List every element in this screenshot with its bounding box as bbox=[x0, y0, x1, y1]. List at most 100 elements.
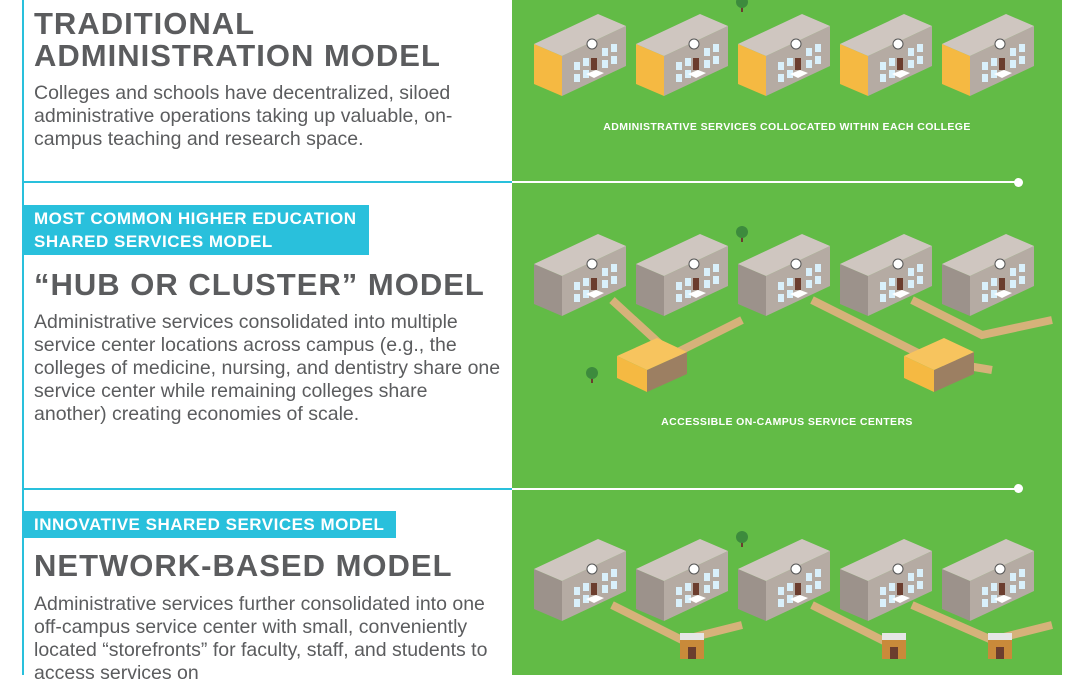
building-side bbox=[738, 264, 766, 316]
building-icon bbox=[942, 539, 1034, 621]
building-icon bbox=[636, 539, 728, 621]
service-center-icon bbox=[617, 338, 687, 392]
center-side bbox=[617, 356, 647, 392]
building-roof bbox=[636, 234, 728, 276]
window bbox=[787, 278, 793, 286]
building-icon bbox=[534, 539, 626, 621]
window bbox=[880, 282, 886, 290]
window bbox=[1019, 56, 1025, 64]
window bbox=[1010, 48, 1016, 56]
window bbox=[704, 60, 710, 68]
window bbox=[908, 573, 914, 581]
storefront-door bbox=[890, 647, 898, 659]
window bbox=[982, 587, 988, 595]
door bbox=[795, 278, 801, 290]
window bbox=[1019, 276, 1025, 284]
window bbox=[806, 573, 812, 581]
traditional-campus-illustration bbox=[534, 0, 1034, 96]
window bbox=[704, 48, 710, 56]
building-roof bbox=[636, 539, 728, 581]
door bbox=[999, 58, 1005, 70]
tree-icon bbox=[736, 531, 748, 543]
window bbox=[574, 282, 580, 290]
network-model-illustration bbox=[534, 531, 1053, 659]
center-front bbox=[647, 352, 687, 392]
tree-icon bbox=[736, 0, 748, 8]
window bbox=[778, 294, 784, 302]
hub-model-illustration bbox=[534, 226, 1053, 392]
building-side bbox=[840, 44, 868, 96]
storefront-icon bbox=[882, 633, 906, 659]
steps bbox=[790, 595, 808, 603]
building-icon bbox=[840, 539, 932, 621]
window bbox=[991, 278, 997, 286]
building-icon bbox=[840, 234, 932, 316]
storefront-door bbox=[996, 647, 1004, 659]
window bbox=[982, 282, 988, 290]
center-front bbox=[934, 352, 974, 392]
building-side bbox=[534, 569, 562, 621]
building-side bbox=[636, 44, 664, 96]
building-side bbox=[534, 44, 562, 96]
storefront-awning bbox=[988, 633, 1012, 640]
building-side bbox=[840, 569, 868, 621]
building-side bbox=[942, 44, 970, 96]
clock-icon bbox=[892, 563, 904, 575]
window bbox=[815, 276, 821, 284]
window bbox=[982, 74, 988, 82]
clock-icon bbox=[586, 38, 598, 50]
steps bbox=[688, 595, 706, 603]
door bbox=[693, 278, 699, 290]
door bbox=[591, 583, 597, 595]
steps bbox=[586, 595, 604, 603]
window bbox=[611, 581, 617, 589]
window bbox=[1010, 60, 1016, 68]
window bbox=[713, 264, 719, 272]
center-side bbox=[904, 356, 934, 392]
building-side bbox=[840, 264, 868, 316]
window bbox=[778, 599, 784, 607]
building-icon bbox=[840, 14, 932, 96]
door bbox=[693, 58, 699, 70]
window bbox=[908, 280, 914, 288]
door bbox=[897, 58, 903, 70]
building-roof bbox=[738, 539, 830, 581]
window bbox=[676, 282, 682, 290]
window bbox=[602, 60, 608, 68]
window bbox=[1010, 585, 1016, 593]
building-side bbox=[942, 264, 970, 316]
steps bbox=[586, 70, 604, 78]
window bbox=[815, 44, 821, 52]
steps bbox=[892, 290, 910, 298]
window bbox=[880, 599, 886, 607]
window bbox=[1019, 581, 1025, 589]
clock-icon bbox=[586, 563, 598, 575]
window bbox=[806, 585, 812, 593]
clock-icon bbox=[892, 258, 904, 270]
window bbox=[574, 294, 580, 302]
title-line: ADMINISTRATION MODEL bbox=[34, 38, 441, 73]
window bbox=[806, 268, 812, 276]
building-side bbox=[636, 264, 664, 316]
clock-icon bbox=[688, 38, 700, 50]
window bbox=[880, 587, 886, 595]
title-line: TRADITIONAL bbox=[34, 6, 256, 41]
window bbox=[917, 56, 923, 64]
window bbox=[982, 599, 988, 607]
window bbox=[991, 583, 997, 591]
window bbox=[704, 585, 710, 593]
building-side bbox=[738, 569, 766, 621]
window bbox=[685, 278, 691, 286]
timeline-line bbox=[22, 0, 24, 675]
window bbox=[880, 74, 886, 82]
window bbox=[704, 268, 710, 276]
clock-icon bbox=[790, 258, 802, 270]
window bbox=[778, 282, 784, 290]
window bbox=[583, 583, 589, 591]
divider bbox=[512, 488, 1018, 490]
divider bbox=[22, 488, 512, 490]
window bbox=[704, 280, 710, 288]
steps bbox=[994, 70, 1012, 78]
window bbox=[908, 585, 914, 593]
window bbox=[676, 587, 682, 595]
